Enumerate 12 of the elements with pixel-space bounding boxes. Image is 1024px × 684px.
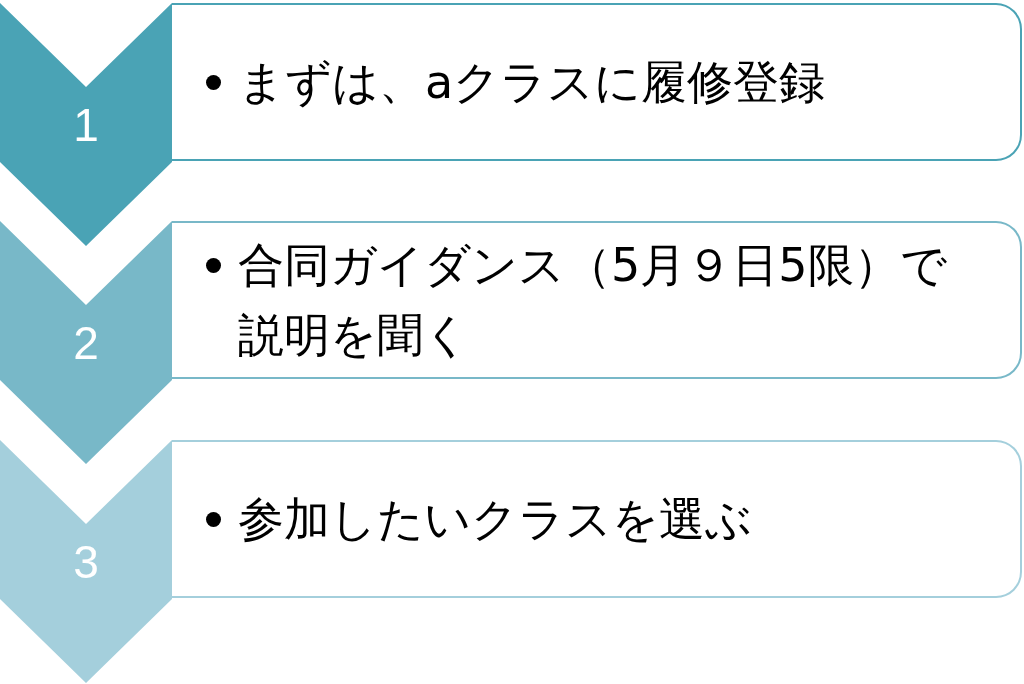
chevron-shape <box>0 440 172 683</box>
step-number: 1 <box>73 101 99 148</box>
step-text: まずは、aクラスに履修登録 <box>238 54 826 111</box>
step-panel <box>172 3 1022 161</box>
step-text: 参加したいクラスを選ぶ <box>238 491 752 548</box>
chevron-shape <box>0 3 172 246</box>
step-number: 2 <box>73 319 99 366</box>
chevron-shape <box>0 221 172 464</box>
step-panel <box>172 440 1022 598</box>
step-number: 3 <box>73 538 99 585</box>
step-panel <box>172 221 1022 379</box>
step-text: 合同ガイダンス（5月９日5限）で説明を聞く <box>238 237 948 364</box>
